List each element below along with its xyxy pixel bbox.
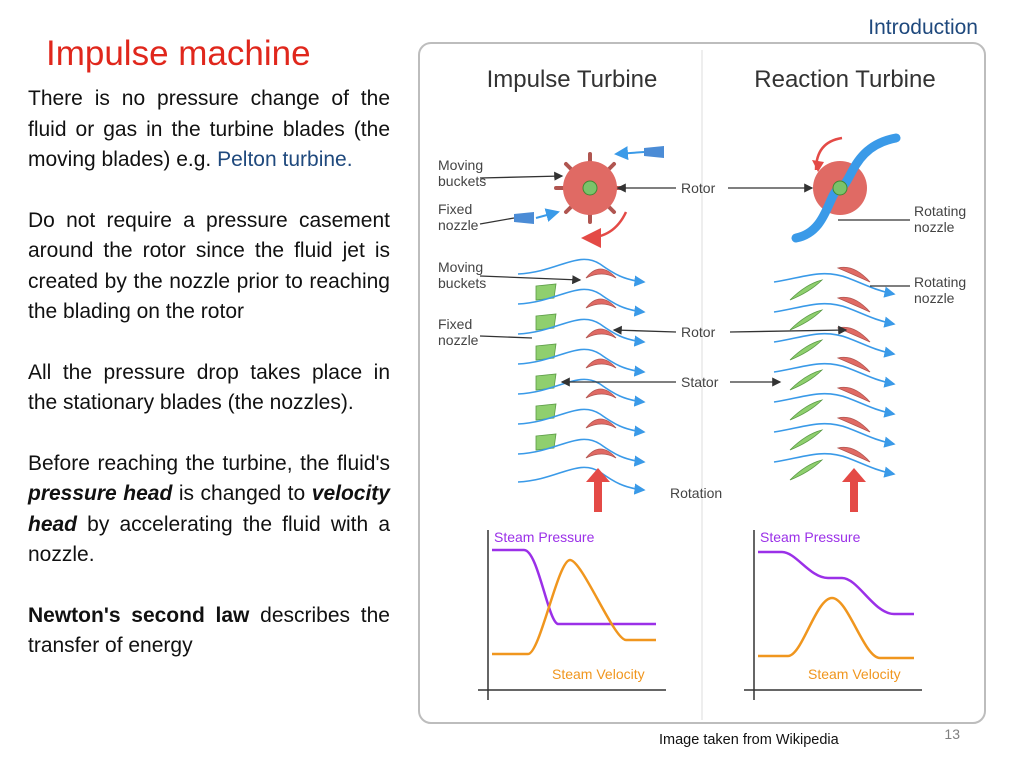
body-text: There is no pressure change of the fluid… (28, 84, 390, 692)
newtons-law-term: Newton's second law (28, 603, 250, 627)
turbine-figure: Impulse Turbine Reaction Turbine (418, 42, 986, 726)
paragraph-2: Do not require a pressure casement aroun… (28, 208, 390, 324)
moving-buckets-label-1b: buckets (438, 173, 486, 189)
image-caption: Image taken from Wikipedia (659, 732, 839, 748)
rotating-nozzle-label-1a: Rotating (914, 203, 966, 219)
impulse-blade-stack (517, 258, 646, 512)
paragraph-4: Before reaching the turbine, the fluid's… (28, 449, 390, 571)
reaction-steam-velocity-label: Steam Velocity (808, 666, 901, 682)
moving-buckets-label-1a: Moving (438, 157, 483, 173)
rotation-label: Rotation (670, 485, 722, 501)
paragraph-4-text-c: is changed to (178, 482, 306, 505)
impulse-turbine-title: Impulse Turbine (487, 66, 658, 93)
fixed-nozzle-label-2b: nozzle (438, 332, 479, 348)
impulse-nozzles (514, 146, 664, 224)
fixed-nozzle-label-1b: nozzle (438, 217, 479, 233)
stator-label: Stator (681, 374, 719, 390)
paragraph-4-text-a: Before reaching the turbine, the fluid's (28, 451, 390, 475)
impulse-graph: Steam Pressure Steam Velocity (478, 529, 666, 700)
paragraph-5: Newton's second law describes the transf… (28, 601, 390, 662)
pelton-turbine-link[interactable]: Pelton turbine. (217, 148, 353, 171)
paragraph-5-text: describes the transfer of energy (28, 603, 390, 658)
pressure-head-term: pressure head (28, 482, 173, 505)
impulse-steam-velocity-label: Steam Velocity (552, 666, 645, 682)
rotating-nozzle-label-2b: nozzle (914, 290, 955, 306)
rotor-label-1: Rotor (681, 180, 716, 196)
fixed-nozzle-label-2a: Fixed (438, 316, 472, 332)
rotor-label-2: Rotor (681, 324, 716, 340)
paragraph-4-text-e: by accelerating the fluid with a nozzle. (28, 512, 390, 567)
paragraph-1: There is no pressure change of the fluid… (28, 84, 390, 176)
page-number: 13 (944, 726, 960, 742)
paragraph-1-text: There is no pressure change of the fluid… (28, 87, 390, 171)
reaction-blade-stack (773, 266, 896, 512)
reaction-rotor (791, 133, 901, 243)
reaction-steam-pressure-label: Steam Pressure (760, 529, 861, 545)
impulse-wheel (554, 152, 628, 248)
moving-buckets-label-2b: buckets (438, 275, 486, 291)
impulse-steam-pressure-label: Steam Pressure (494, 529, 595, 545)
reaction-turbine-title: Reaction Turbine (754, 66, 935, 93)
slide-title: Impulse machine (46, 34, 311, 73)
section-label: Introduction (868, 16, 978, 39)
velocity-head-term: velocity head (28, 482, 390, 536)
paragraph-3: All the pressure drop takes place in the… (28, 360, 390, 415)
moving-buckets-label-2a: Moving (438, 259, 483, 275)
fixed-nozzle-label-1a: Fixed (438, 201, 472, 217)
rotating-nozzle-label-1b: nozzle (914, 219, 955, 235)
rotating-nozzle-label-2a: Rotating (914, 274, 966, 290)
reaction-graph: Steam Pressure Steam Velocity (744, 529, 922, 700)
